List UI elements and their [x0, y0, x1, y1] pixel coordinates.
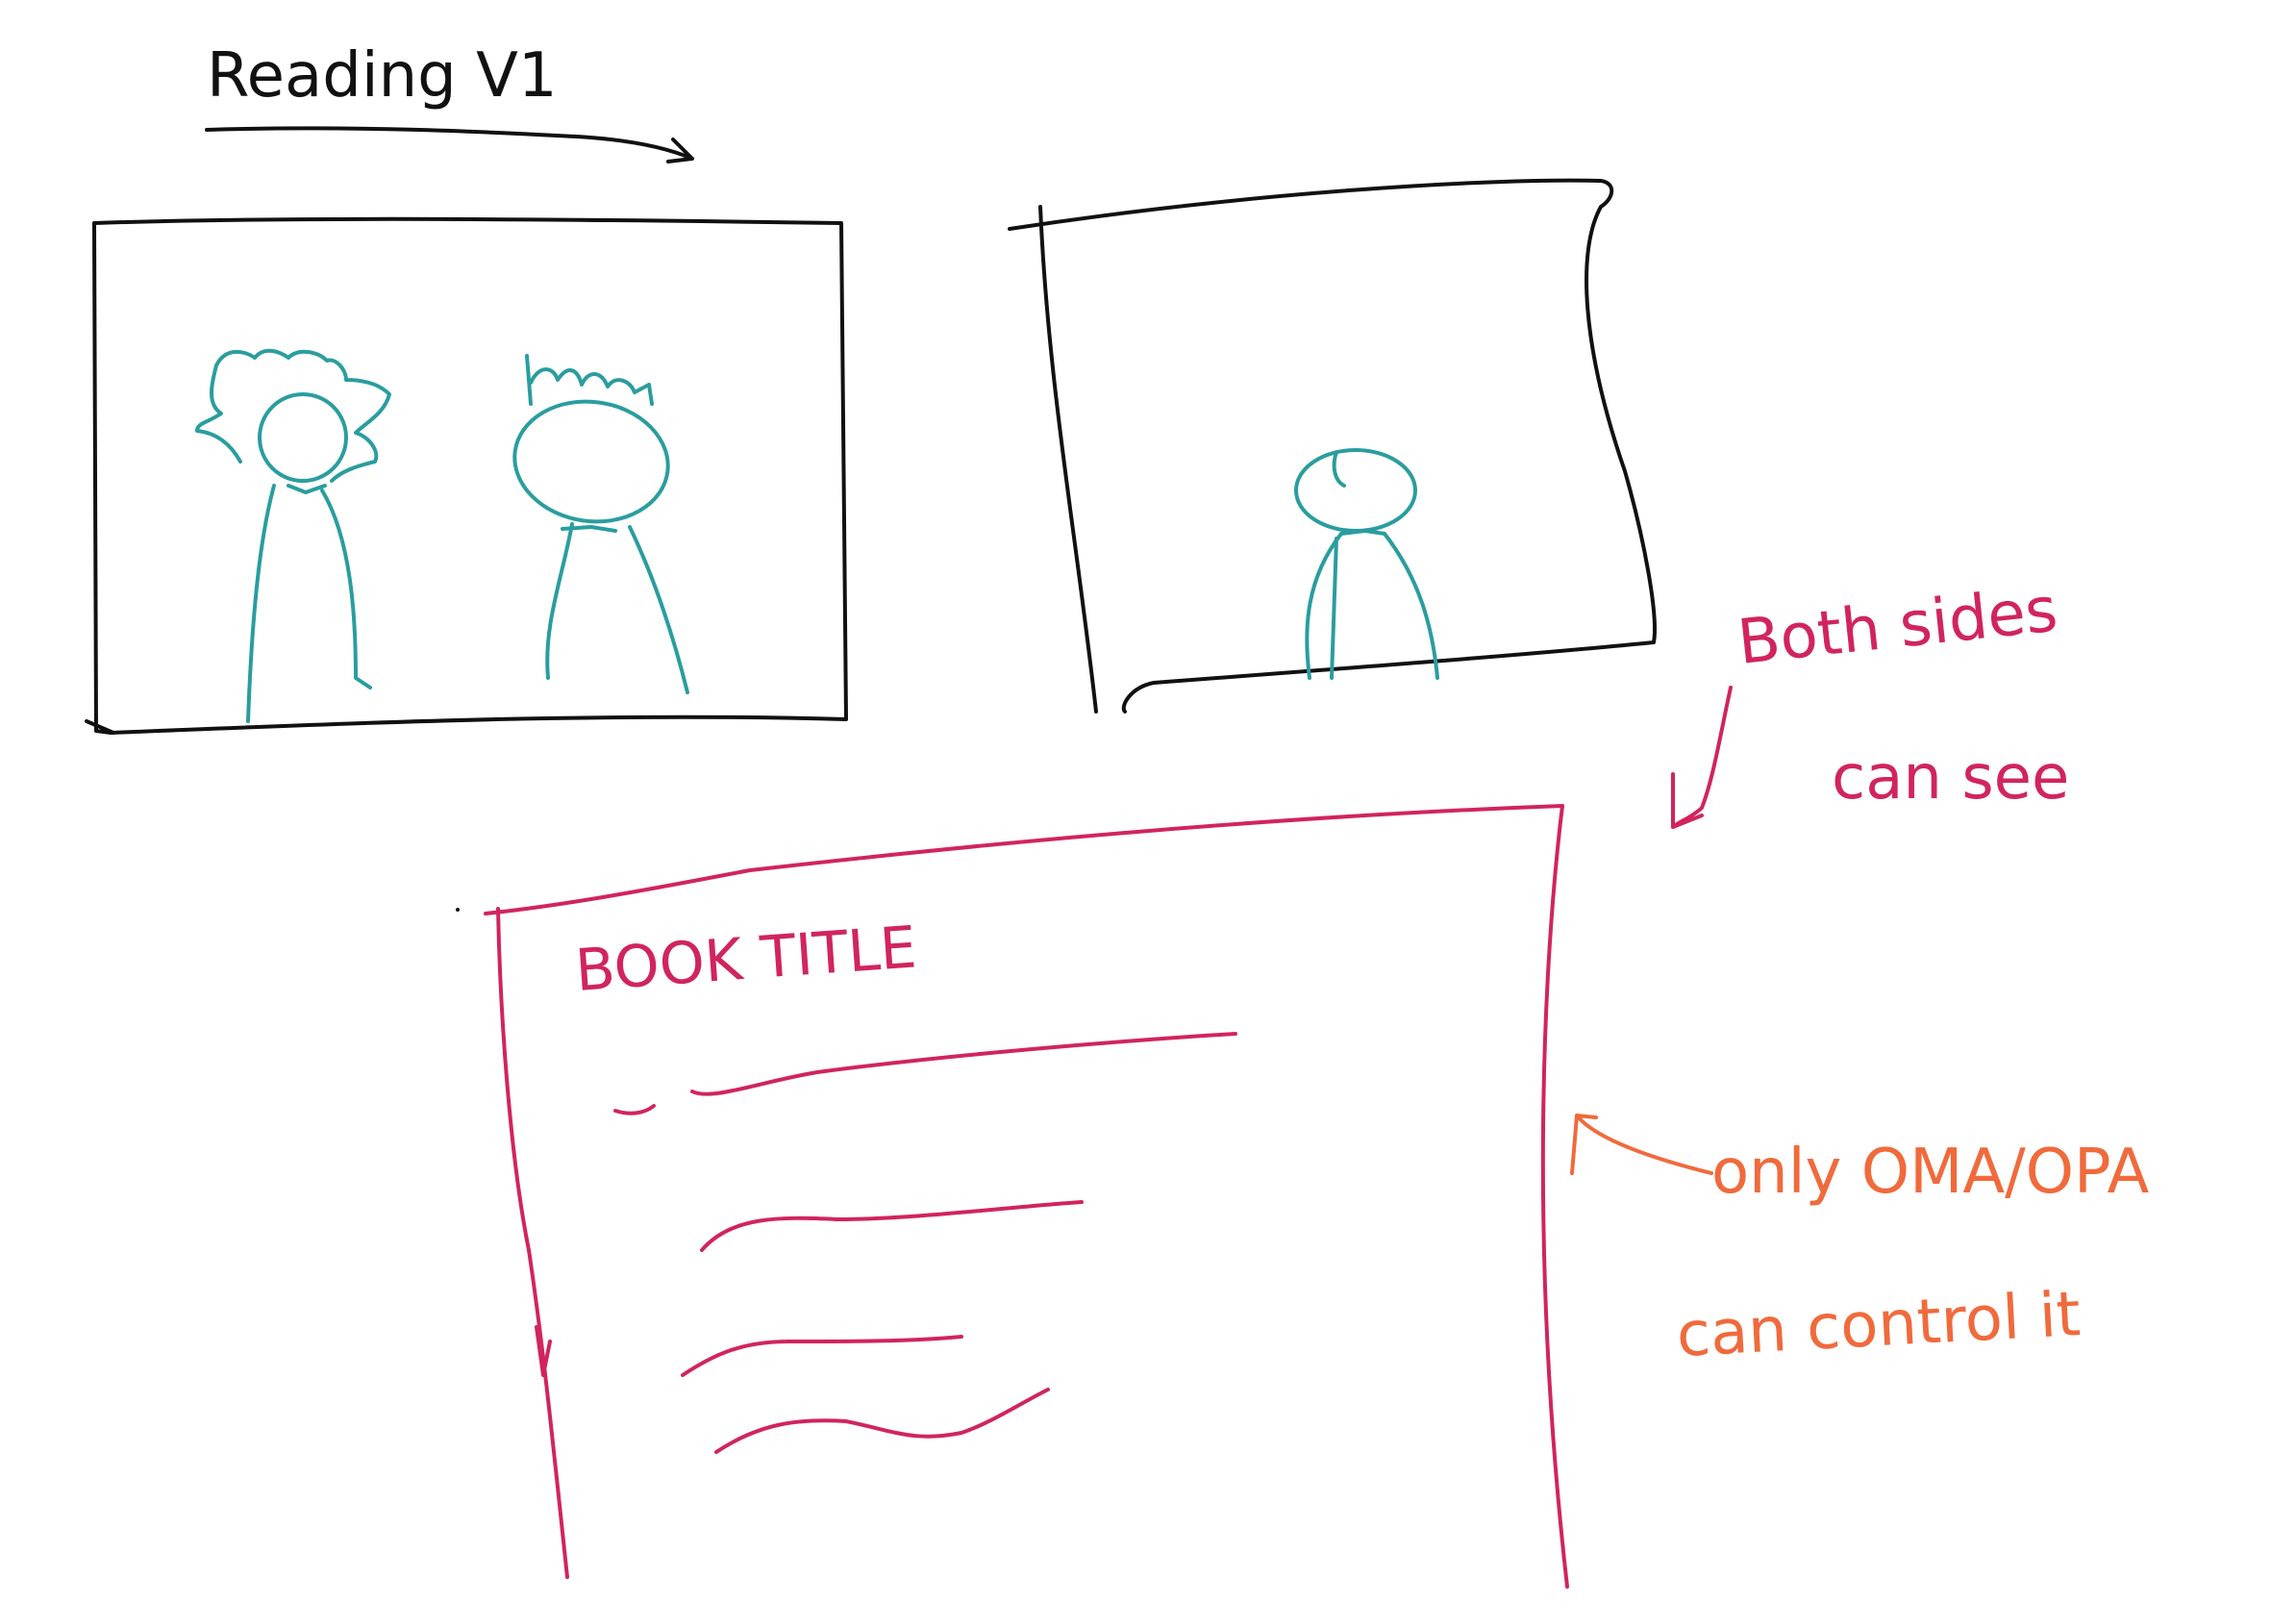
person-icon-2 — [512, 354, 689, 694]
book-text-lines — [613, 1032, 1237, 1454]
book-title: BOOK TITLE — [573, 914, 918, 1005]
control-arrow — [1570, 1114, 1713, 1175]
title-underline-arrow — [205, 126, 694, 163]
sketch-title: Reading V1 — [207, 40, 558, 112]
video-panel-child-left-edge — [1038, 205, 1098, 714]
control-label-line2: can control it — [1675, 1279, 2083, 1371]
stray-dot — [456, 908, 460, 912]
control-label-line1: only OMA/OPA — [1711, 1137, 2150, 1208]
video-panel-grandparents — [85, 216, 848, 735]
shared-view-label-line2: can see — [1832, 742, 2069, 814]
book-panel — [484, 804, 1569, 1589]
shared-view-label-line1: Both sides — [1734, 574, 2060, 678]
shared-view-arrow — [1671, 686, 1733, 829]
person-icon-1 — [195, 348, 391, 723]
video-panel-child-outline — [1008, 178, 1657, 714]
person-icon-3 — [1294, 448, 1439, 680]
